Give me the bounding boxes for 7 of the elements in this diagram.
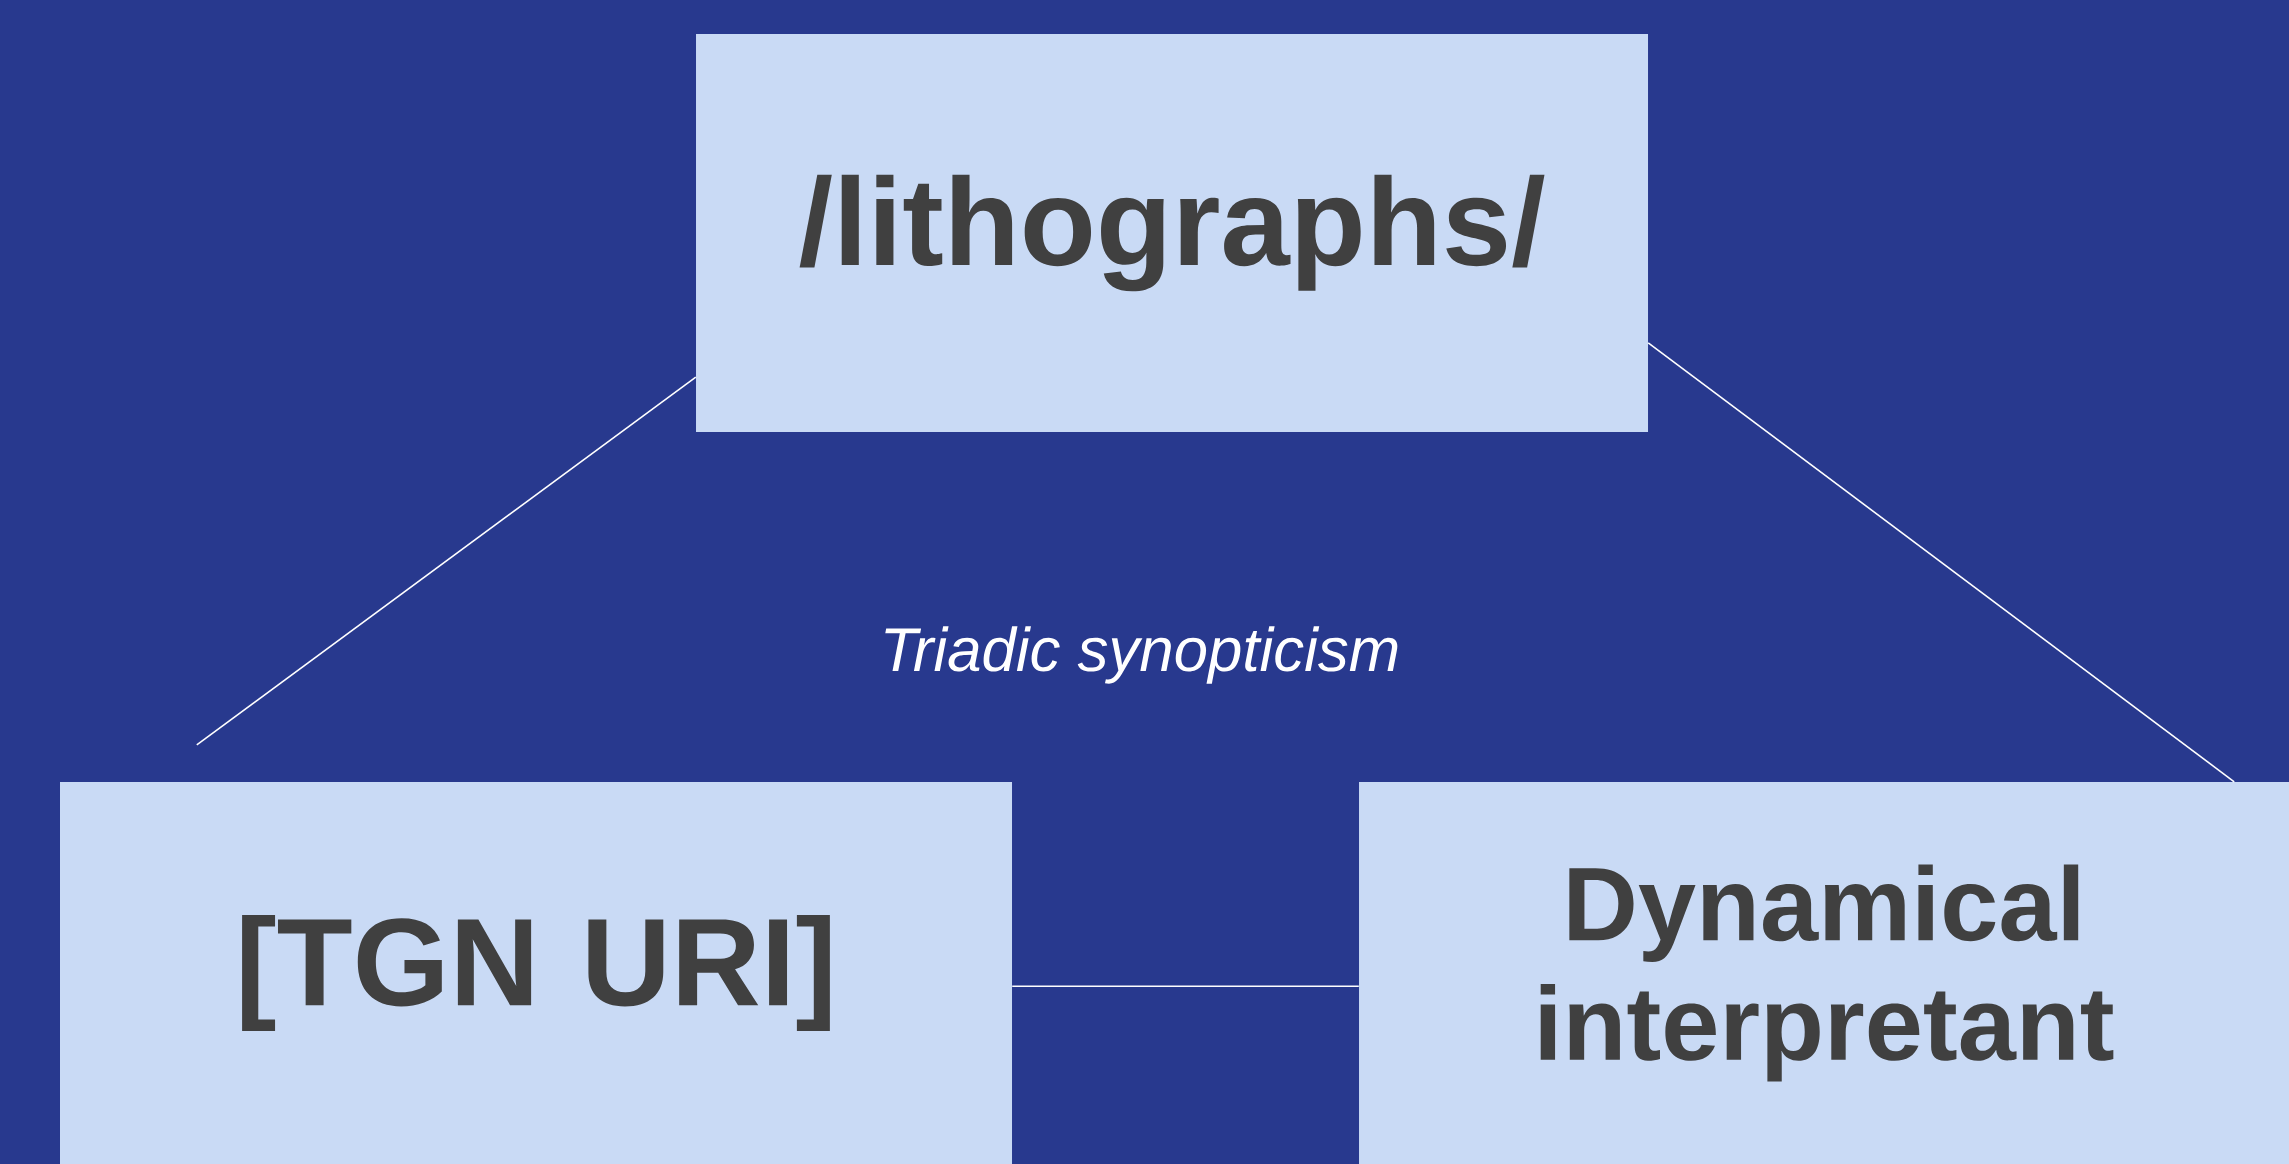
connector-line [1011,985,1360,987]
text-box: /lithographs/ [696,34,1648,432]
text-box: [TGN URI] [60,782,1012,1164]
center-label: Triadic synopticism [885,626,1398,684]
connector-line [1647,342,2236,783]
connector-line [196,376,697,746]
text-box: Dynamical interpretant [1359,782,2289,1164]
